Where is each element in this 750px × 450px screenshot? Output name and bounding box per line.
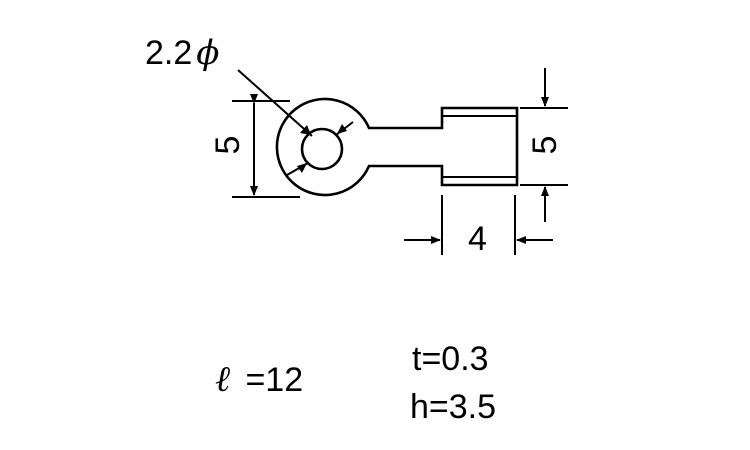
diameter-symbol-icon: ϕ [196, 33, 220, 73]
barrel-length-label: 4 [468, 220, 487, 258]
hole-diameter-leader [237, 69, 313, 137]
ring-hole [300, 127, 344, 171]
length-value: =12 [245, 361, 304, 399]
height-spec: h=3.5 [410, 388, 497, 426]
length-symbol-icon: ℓ [215, 359, 230, 400]
barrel-height-label: 5 [526, 135, 564, 155]
ring-terminal-outline [275, 97, 519, 197]
hole-diameter-arrow-2 [337, 124, 347, 134]
thickness-spec: t=0.3 [412, 340, 489, 378]
hole-diameter-value: 2.2 [145, 34, 193, 72]
hole-diameter-arrow-3 [297, 163, 307, 173]
hole-diameter-arrow [300, 125, 311, 135]
ring-height-label: 5 [209, 135, 247, 155]
length-spec: ℓ =12 [215, 362, 303, 398]
